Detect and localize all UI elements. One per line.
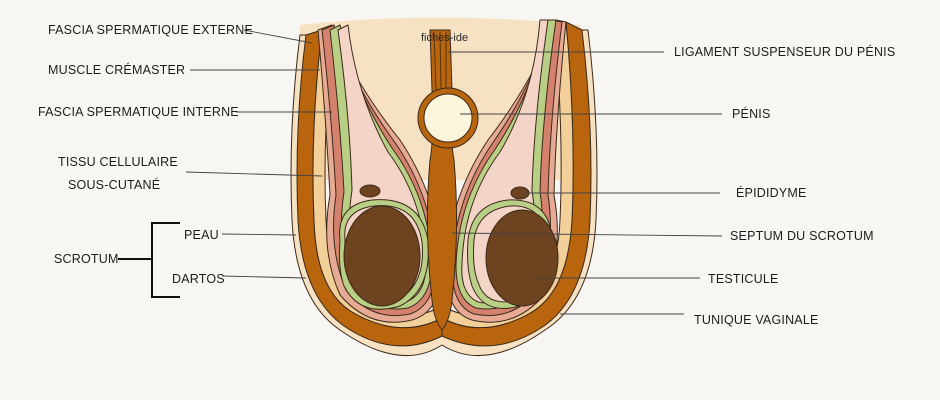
label-penis: PÉNIS	[732, 106, 771, 121]
label-fascia-interne: FASCIA SPERMATIQUE INTERNE	[38, 105, 239, 119]
leader-fascia-externe	[243, 29, 313, 44]
label-testicule: TESTICULE	[708, 272, 779, 286]
leader-peau	[221, 233, 297, 236]
label-ligament: LIGAMENT SUSPENSEUR DU PÉNIS	[674, 44, 895, 59]
label-peau: PEAU	[184, 228, 219, 242]
testicle-left	[343, 205, 421, 307]
leader-lines	[118, 29, 723, 315]
label-epididyme: ÉPIDIDYME	[736, 185, 807, 200]
label-dartos: DARTOS	[172, 272, 225, 286]
leader-tissu	[185, 171, 323, 177]
anatomy-illustration	[290, 17, 598, 357]
label-cremaster: MUSCLE CRÉMASTER	[48, 62, 185, 77]
penis-inner	[423, 93, 473, 143]
watermark-text: fiches-ide	[421, 32, 468, 44]
label-tissu-line2: SOUS-CUTANÉ	[68, 177, 160, 192]
ligament-lines	[433, 31, 447, 91]
label-fascia-externe: FASCIA SPERMATIQUE EXTERNE	[48, 23, 253, 37]
labels-left: FASCIA SPERMATIQUE EXTERNE MUSCLE CRÉMAS…	[38, 23, 253, 286]
labels-right: LIGAMENT SUSPENSEUR DU PÉNIS PÉNIS ÉPIDI…	[674, 44, 895, 327]
leader-septum	[451, 232, 723, 237]
label-septum: SEPTUM DU SCROTUM	[730, 229, 874, 243]
label-scrotum: SCROTUM	[54, 252, 119, 266]
testicle-right	[485, 209, 559, 307]
epididymis-left	[359, 184, 381, 198]
label-tunique: TUNIQUE VAGINALE	[694, 313, 819, 327]
leader-dartos	[221, 275, 307, 279]
label-tissu-line1: TISSU CELLULAIRE	[58, 155, 178, 169]
